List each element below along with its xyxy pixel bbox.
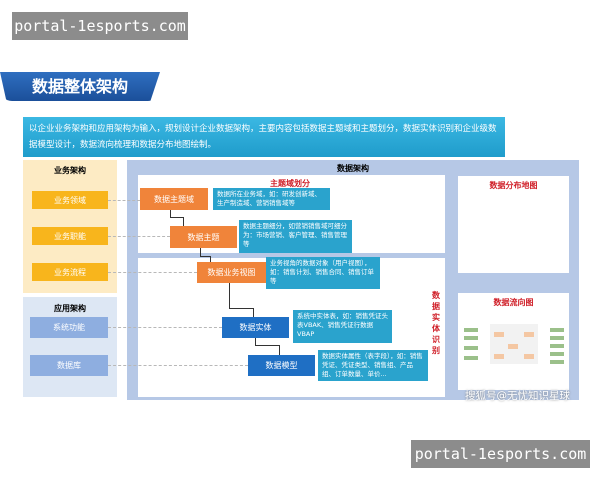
note-data-entity: 系统中实体表，如：销售凭证头表VBAK、销售凭证行数据VBAP bbox=[293, 310, 392, 343]
source-credit: 搜狐号@无忧知识星球 bbox=[465, 390, 570, 402]
step-subject-domain: 数据主题域 bbox=[140, 188, 208, 210]
business-process: 业务流程 bbox=[32, 263, 108, 281]
data-architecture-title: 数据架构 bbox=[337, 164, 369, 173]
application-architecture-panel bbox=[23, 297, 117, 397]
step-data-model: 数据模型 bbox=[248, 355, 315, 376]
business-title: 业务架构 bbox=[54, 166, 86, 175]
entity-identification-title: 数据实体识别 bbox=[432, 291, 440, 355]
note-subject-domain: 数据所在业务域，如：研发创新域、生产制造域、营销销售域等 bbox=[213, 188, 330, 210]
distribution-map-panel bbox=[458, 176, 569, 273]
step-subject: 数据主题 bbox=[170, 226, 237, 248]
business-function: 业务职能 bbox=[32, 227, 108, 245]
description: 以企业业务架构和应用架构为输入，规划设计企业数据架构，主要内容包括数据主题域和主… bbox=[23, 117, 505, 157]
business-domain: 业务领域 bbox=[32, 191, 108, 209]
watermark-bottom: portal-1esports.com bbox=[411, 440, 590, 468]
system-function: 系统功能 bbox=[30, 317, 108, 338]
database: 数据库 bbox=[30, 355, 108, 376]
flow-diagram-title: 数据流向图 bbox=[493, 298, 534, 307]
distribution-map-title: 数据分布地图 bbox=[489, 181, 538, 190]
flow-diagram-thumbnail bbox=[464, 324, 564, 364]
page-title: 数据整体架构 bbox=[0, 72, 160, 101]
step-data-entity: 数据实体 bbox=[222, 317, 289, 338]
step-business-view: 数据业务视图 bbox=[197, 262, 266, 283]
watermark-top: portal-1esports.com bbox=[12, 12, 188, 40]
application-title: 应用架构 bbox=[54, 304, 86, 313]
subject-division-title: 主题域划分 bbox=[270, 179, 310, 188]
note-data-model: 数据实体属性（表字段），如：销售凭证、凭证类型、销售组、产品组、订单数量、单价.… bbox=[318, 350, 428, 381]
note-subject: 数据主题细分，如营销销售域可细分为：市场营销、客户管理、销售管理等 bbox=[239, 220, 352, 253]
note-business-view: 业务视角的数据对象（用户视图），如：销售计划、销售合同、销售订单等 bbox=[266, 257, 380, 289]
